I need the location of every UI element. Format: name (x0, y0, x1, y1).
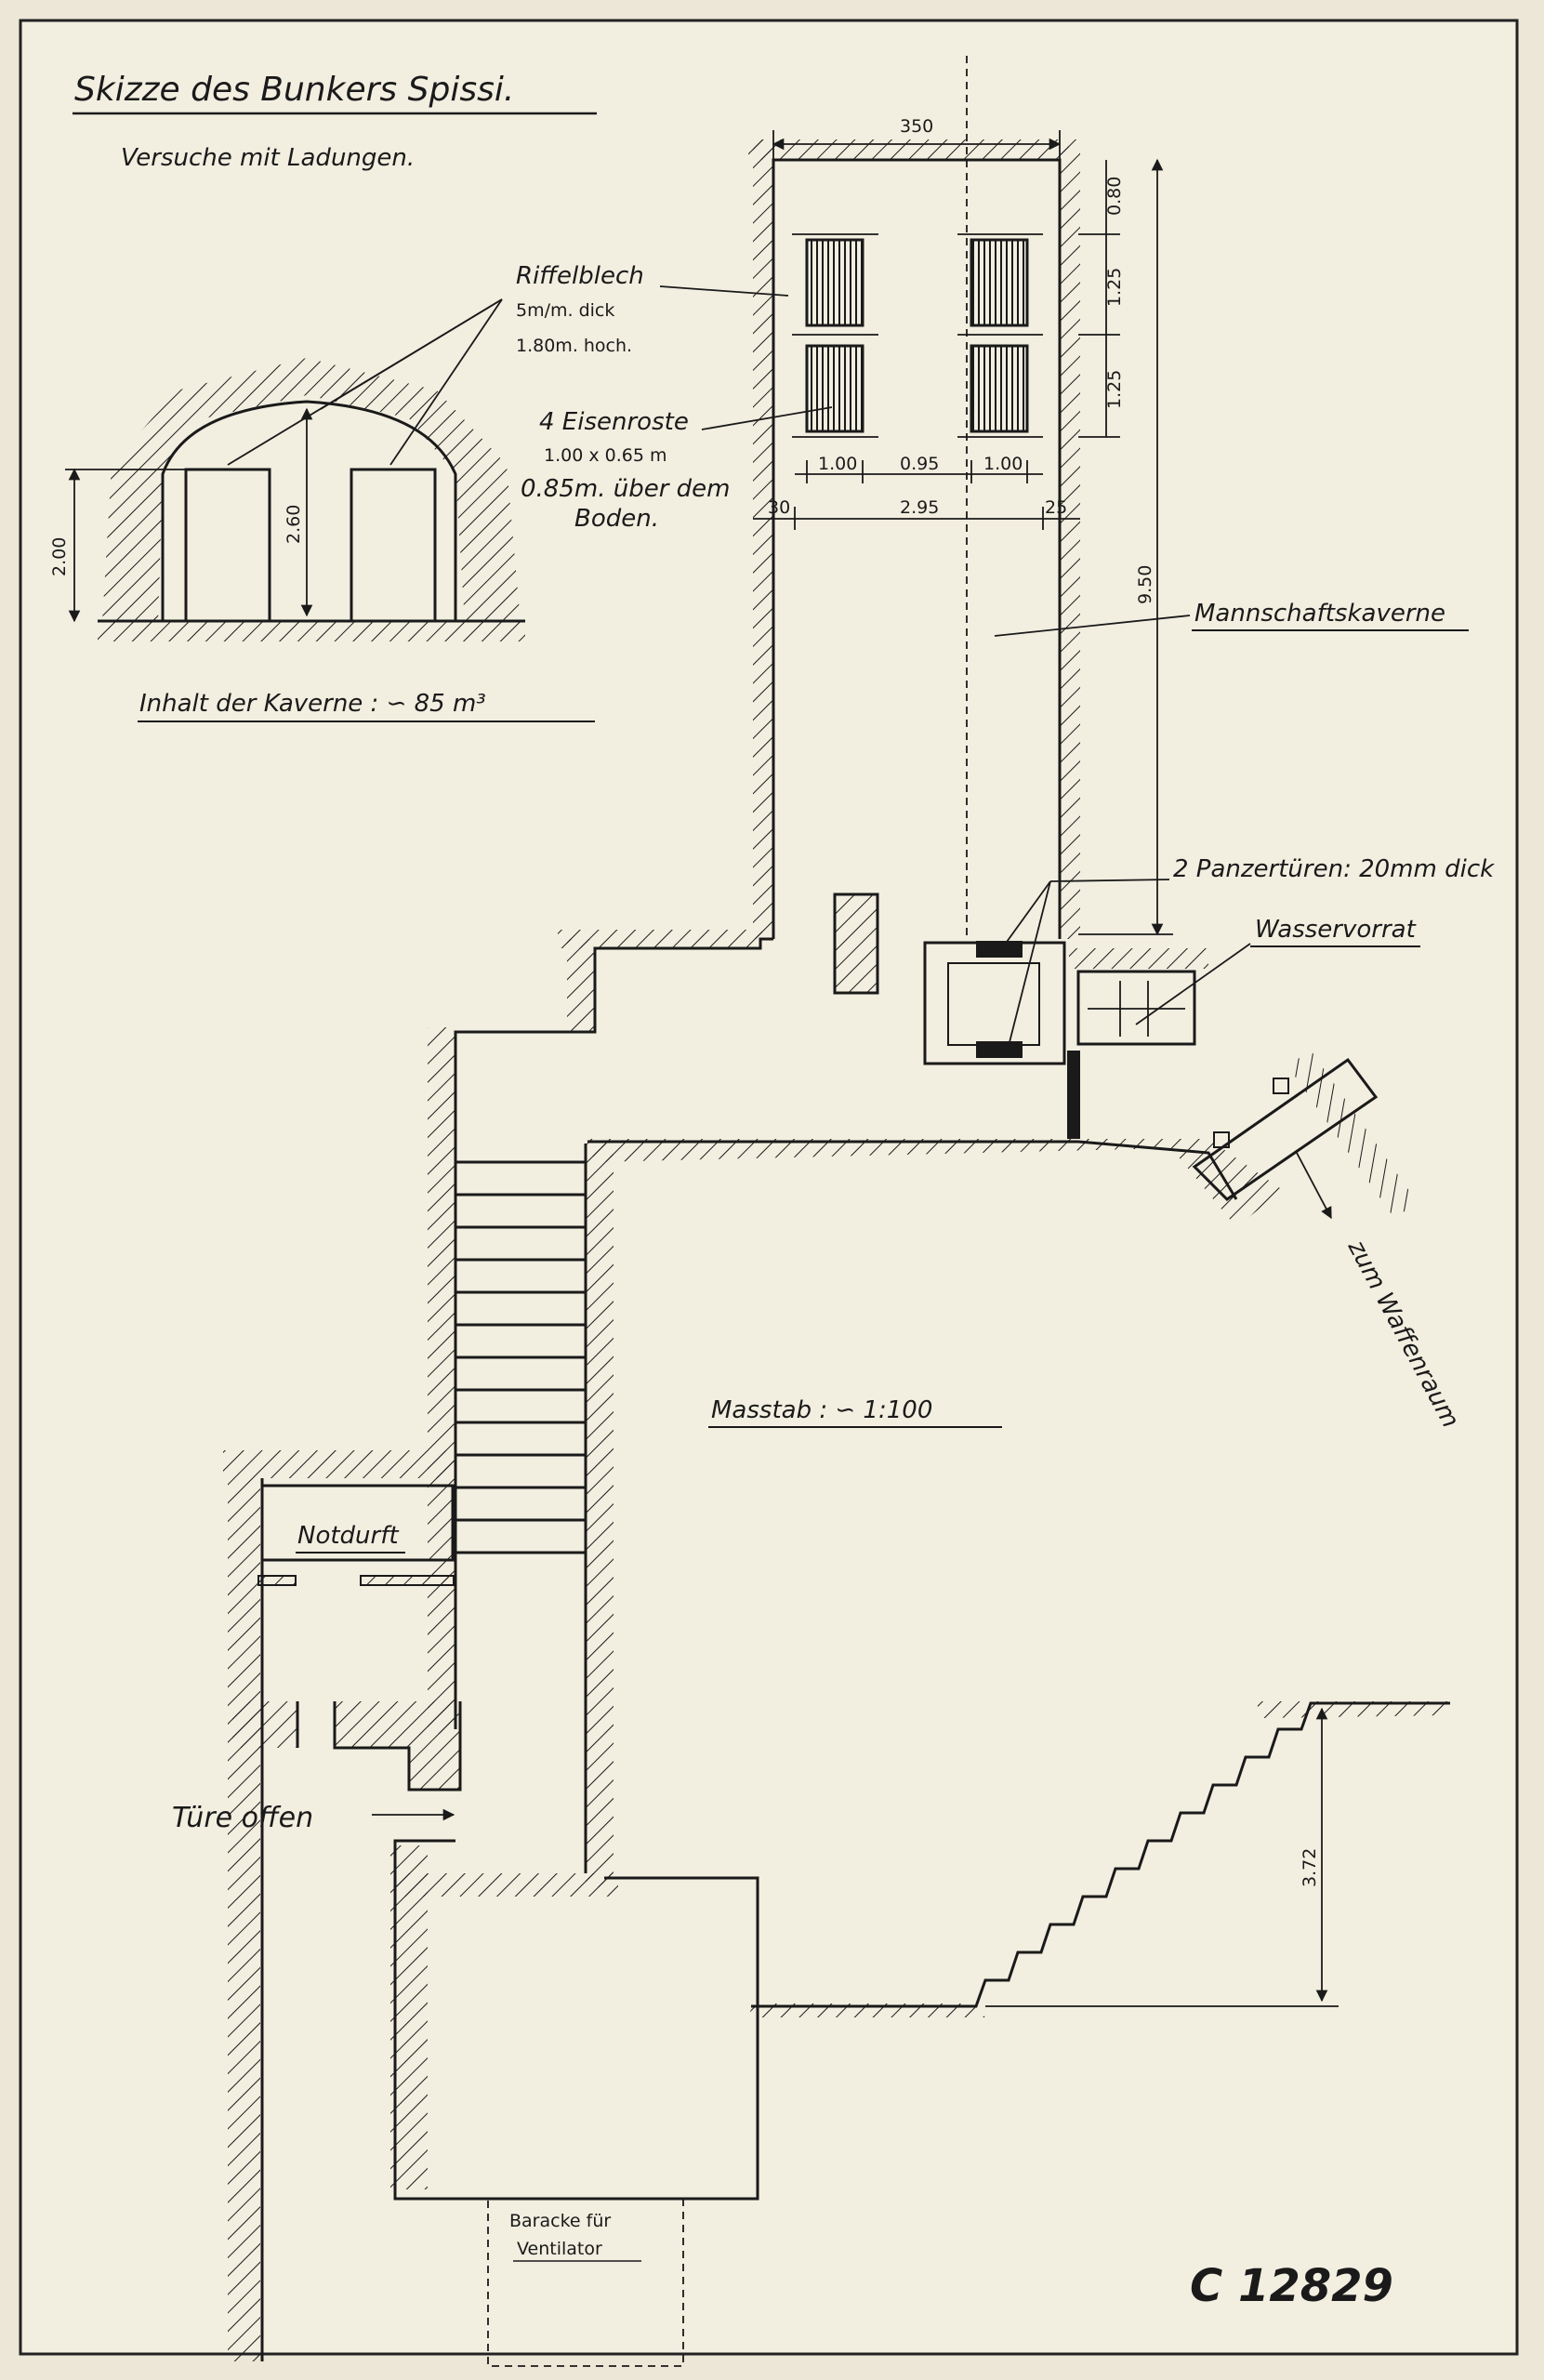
svg-text:1.80m. hoch.: 1.80m. hoch. (516, 336, 632, 356)
svg-text:1.00 x 0.65 m: 1.00 x 0.65 m (544, 445, 666, 466)
scale-label-group: Masstab : ∽ 1:100 (708, 1396, 1002, 1428)
dim-080: 0.80 (1104, 177, 1125, 216)
svg-text:4 Eisenroste: 4 Eisenroste (539, 408, 689, 436)
page-subtitle: Versuche mit Ladungen. (121, 144, 415, 172)
dim-295: 2.95 (900, 497, 939, 518)
dim-width-total: 350 (900, 116, 933, 137)
wasservorrat-label: Wasservorrat (1255, 916, 1417, 944)
dim-125b: 1.25 (1104, 370, 1125, 409)
dim-100a: 1.00 (818, 454, 857, 474)
svg-text:Boden.: Boden. (574, 505, 659, 533)
dim-095: 0.95 (900, 454, 939, 474)
page-title: Skizze des Bunkers Spissi. (74, 71, 514, 109)
eisenroste-label: 4 Eisenroste 1.00 x 0.65 m 0.85m. über d… (521, 406, 833, 533)
svg-text:Inhalt der Kaverne : ∽ 85 m³: Inhalt der Kaverne : ∽ 85 m³ (139, 690, 486, 718)
svg-text:Riffelblech: Riffelblech (516, 262, 644, 290)
svg-text:0.85m. über dem: 0.85m. über dem (521, 475, 731, 503)
riffelblech-label: Riffelblech 5m/m. dick 1.80m. hoch. (516, 262, 789, 356)
dim-30: 30 (768, 497, 790, 518)
dim-100b: 1.00 (983, 454, 1023, 474)
notdurft-label: Notdurft (297, 1522, 399, 1550)
dim-plate-height: 2.00 (49, 537, 70, 576)
title-block: Skizze des Bunkers Spissi. Versuche mit … (73, 71, 597, 172)
dim-25: 25 (1045, 497, 1067, 518)
baracke-label-1: Baracke für (509, 2211, 611, 2231)
grates (792, 233, 1043, 438)
inhalt-label: Inhalt der Kaverne : ∽ 85 m³ (138, 690, 595, 722)
cross-section: 2.60 2.00 (49, 298, 525, 641)
dim-125a: 1.25 (1104, 268, 1125, 307)
tuere-offen-label: Türe offen (172, 1802, 313, 1834)
scale-label: Masstab : ∽ 1:100 (711, 1396, 932, 1424)
dim-stair-height: 3.72 (1300, 1848, 1320, 1887)
panzertueren-label: 2 Panzertüren: 20mm dick (1173, 855, 1495, 883)
dim-section-height: 2.60 (284, 505, 304, 544)
catalog-number: C 12829 (1190, 2260, 1393, 2312)
stair-profile: 3.72 (748, 1701, 1450, 2017)
room-label: Mannschaftskaverne (1194, 600, 1445, 628)
plan-view: 350 0.80 1.25 1.25 9.50 1.00 0.95 1.00 3… (172, 56, 1495, 2367)
stairs (454, 1144, 614, 1887)
svg-text:5m/m. dick: 5m/m. dick (516, 300, 614, 321)
baracke-label-2: Ventilator (517, 2239, 602, 2259)
dim-950: 9.50 (1135, 565, 1155, 604)
